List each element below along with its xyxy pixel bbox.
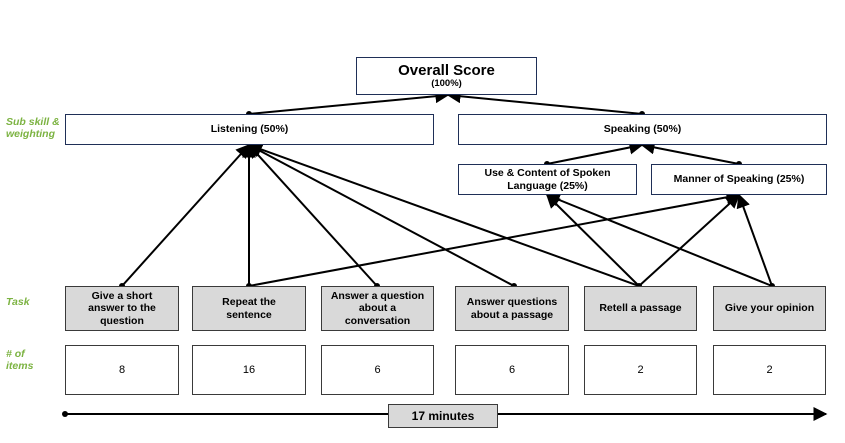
link-task1-listening: [121, 143, 250, 287]
task-give-opinion: Give your opinion: [713, 286, 826, 331]
link-task6-manner: [736, 193, 773, 287]
label-subskill: Sub skill & weighting: [6, 116, 60, 141]
task-answer-conversation: Answer a question about a conversation: [321, 286, 434, 331]
items-count-task6: 2: [713, 345, 826, 395]
link-manner-speaking: [640, 140, 740, 165]
task-give-short-answer: Give a short answer to the question: [65, 286, 179, 331]
items-count-task2: 16: [192, 345, 306, 395]
link-task6-usecontent: [545, 193, 773, 287]
items-count-task5: 2: [584, 345, 697, 395]
label-items: # of items: [6, 348, 34, 373]
overall-score-weight: (100%): [431, 78, 462, 90]
link-listening-overall: [248, 89, 450, 115]
manner-box: Manner of Speaking (25%): [651, 164, 827, 195]
items-count-task3: 6: [321, 345, 434, 395]
label-task: Task: [6, 296, 30, 308]
link-task5-usecontent: [546, 194, 640, 287]
task-answer-passage: Answer questions about a passage: [455, 286, 569, 331]
speaking-box: Speaking (50%): [458, 114, 827, 145]
items-count-task4: 6: [455, 345, 569, 395]
link-task2-manner: [248, 190, 741, 287]
task-repeat-sentence: Repeat the sentence: [192, 286, 306, 331]
overall-score-box: Overall Score (100%): [356, 57, 537, 95]
link-task3-listening: [248, 143, 378, 287]
link-speaking-overall: [446, 89, 643, 115]
use-content-box: Use & Content of Spoken Language (25%): [458, 164, 637, 195]
link-usecontent-speaking: [546, 140, 644, 165]
items-count-task1: 8: [65, 345, 179, 395]
link-task5-manner: [638, 194, 741, 287]
overall-score-title: Overall Score: [398, 61, 495, 79]
listening-box: Listening (50%): [65, 114, 434, 145]
timeline-duration-label: 17 minutes: [388, 404, 498, 428]
task-retell-passage: Retell a passage: [584, 286, 697, 331]
